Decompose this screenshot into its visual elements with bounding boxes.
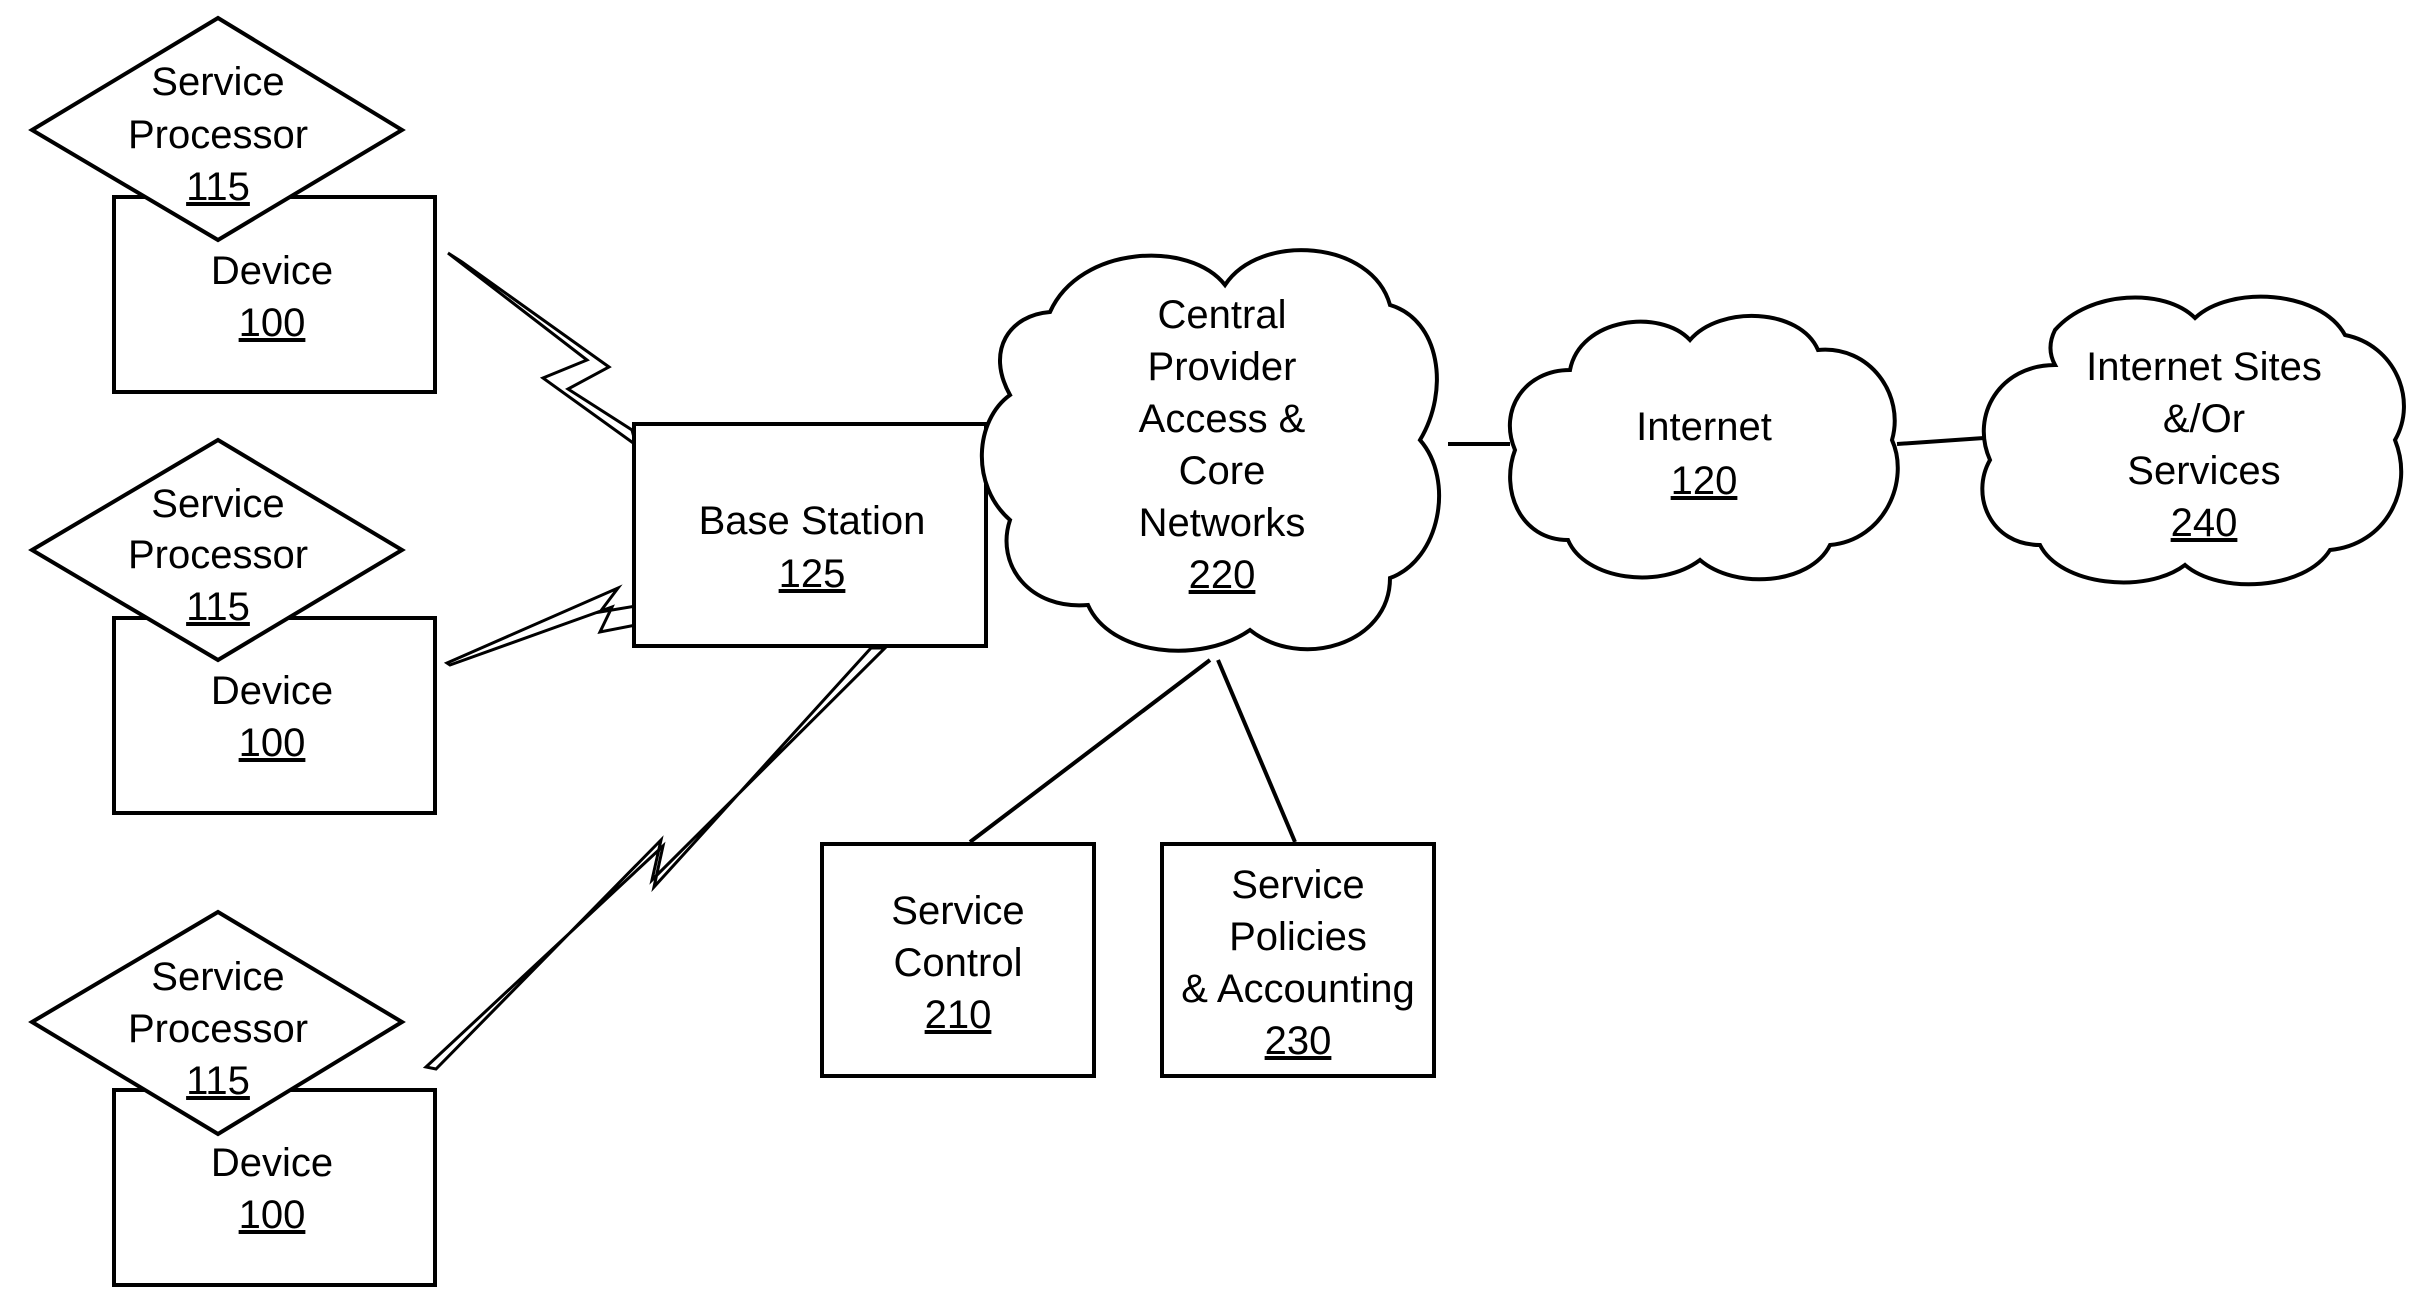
service-control-ref: 210 <box>925 993 992 1037</box>
service-policies-line2: Policies <box>1229 915 1367 959</box>
service-processor-ref: 115 <box>186 165 250 209</box>
service-control-line2: Control <box>894 941 1023 985</box>
device-label: Device <box>211 249 333 293</box>
base-station-label: Base Station <box>699 499 926 543</box>
device-ref: 100 <box>239 721 306 765</box>
device-label: Device <box>211 669 333 713</box>
internet-cloud: Internet 120 <box>1510 316 1898 579</box>
device-group-2: Device 100 Service Processor 115 <box>32 440 435 813</box>
core-network-cloud: Central Provider Access & Core Networks … <box>982 250 1439 651</box>
service-control-line1: Service <box>891 889 1024 933</box>
service-processor-line2: Processor <box>128 113 308 157</box>
internet-label: Internet <box>1636 405 1772 449</box>
device-ref: 100 <box>239 1193 306 1237</box>
service-policies-line3: & Accounting <box>1181 967 1415 1011</box>
core-network-line1: Central <box>1158 293 1287 337</box>
device-group-1: Device 100 Service Processor 115 <box>32 18 435 392</box>
internet-sites-line1: Internet Sites <box>2086 345 2322 389</box>
internet-sites-cloud: Internet Sites &/Or Services 240 <box>1982 297 2404 585</box>
service-processor-line1: Service <box>151 482 284 526</box>
service-processor-ref: 115 <box>186 1059 250 1103</box>
internet-sites-ref: 240 <box>2171 501 2238 545</box>
internet-to-sites-link <box>1897 438 1984 444</box>
device-group-3: Device 100 Service Processor 115 <box>32 912 435 1285</box>
core-network-line2: Provider <box>1148 345 1297 389</box>
service-control: Service Control 210 <box>822 844 1094 1076</box>
core-to-policies-link <box>1218 660 1295 842</box>
service-policies-ref: 230 <box>1265 1019 1332 1063</box>
device-label: Device <box>211 1141 333 1185</box>
core-network-line4: Core <box>1179 449 1266 493</box>
service-policies-accounting: Service Policies & Accounting 230 <box>1162 844 1434 1076</box>
wireless-link-3 <box>426 648 885 1069</box>
device-box <box>114 1090 435 1285</box>
service-policies-line1: Service <box>1231 863 1364 907</box>
service-processor-line1: Service <box>151 955 284 999</box>
service-processor-line2: Processor <box>128 1007 308 1051</box>
core-to-service-control-link <box>970 660 1210 842</box>
service-processor-line1: Service <box>151 60 284 104</box>
base-station: Base Station 125 <box>634 424 986 646</box>
device-ref: 100 <box>239 301 306 345</box>
device-box <box>114 197 435 392</box>
wireless-link-2 <box>447 588 636 665</box>
service-processor-ref: 115 <box>186 585 250 629</box>
device-box <box>114 618 435 813</box>
base-station-ref: 125 <box>779 552 846 596</box>
core-network-line5: Networks <box>1139 501 1306 545</box>
core-network-ref: 220 <box>1189 553 1256 597</box>
wireless-link-1 <box>448 253 636 445</box>
internet-ref: 120 <box>1671 459 1738 503</box>
core-network-line3: Access & <box>1139 397 1306 441</box>
service-processor-line2: Processor <box>128 533 308 577</box>
internet-sites-line2: &/Or <box>2163 397 2245 441</box>
internet-sites-line3: Services <box>2127 449 2280 493</box>
